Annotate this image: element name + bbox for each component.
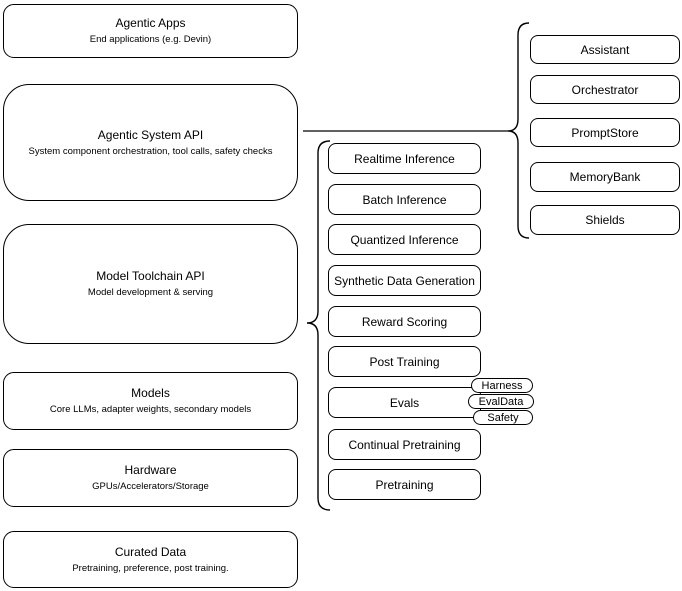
node-shields: Shields — [530, 205, 680, 235]
node-label: Shields — [585, 213, 625, 227]
node-label: Continual Pretraining — [348, 437, 461, 452]
node-subtitle: Core LLMs, adapter weights, secondary mo… — [49, 404, 252, 415]
node-label: Evals — [389, 395, 420, 410]
node-curated-data: Curated Data Pretraining, preference, po… — [3, 531, 298, 588]
pill-label: EvalData — [478, 395, 524, 408]
node-title: Agentic System API — [97, 127, 204, 142]
brace-toolchain — [306, 140, 331, 511]
node-label: Post Training — [369, 354, 440, 369]
node-title: Curated Data — [114, 544, 187, 559]
node-assistant: Assistant — [530, 35, 680, 64]
node-subtitle: System component orchestration, tool cal… — [28, 145, 273, 157]
node-continual-pretraining: Continual Pretraining — [328, 429, 481, 460]
node-models: Models Core LLMs, adapter weights, secon… — [3, 372, 298, 430]
node-subtitle: Pretraining, preference, post training. — [72, 562, 229, 574]
node-subtitle: End applications (e.g. Devin) — [89, 34, 212, 45]
node-model-toolchain-api: Model Toolchain API Model development & … — [3, 224, 298, 344]
node-memorybank: MemoryBank — [530, 162, 680, 192]
brace-system-components — [507, 22, 530, 239]
node-label: Assistant — [580, 42, 630, 57]
node-orchestrator: Orchestrator — [530, 75, 680, 104]
node-batch-inference: Batch Inference — [328, 184, 481, 215]
node-label: Quantized Inference — [350, 232, 459, 247]
node-quantized-inference: Quantized Inference — [328, 224, 481, 255]
node-subtitle: Model development & serving — [87, 287, 214, 298]
node-agentic-system-api: Agentic System API System component orch… — [3, 84, 298, 201]
node-title: Hardware — [124, 463, 177, 477]
node-promptstore: PromptStore — [530, 118, 680, 147]
node-label: Batch Inference — [362, 192, 447, 207]
node-evals-evaldata: EvalData — [468, 394, 534, 409]
node-evals-harness: Harness — [471, 378, 533, 393]
node-agentic-apps: Agentic Apps End applications (e.g. Devi… — [3, 4, 298, 58]
node-evals-safety: Safety — [473, 410, 533, 425]
node-reward-scoring: Reward Scoring — [328, 306, 481, 337]
node-label: PromptStore — [571, 125, 639, 140]
node-label: Orchestrator — [571, 82, 639, 97]
node-label: Reward Scoring — [361, 314, 448, 329]
node-subtitle: GPUs/Accelerators/Storage — [92, 481, 209, 492]
node-hardware: Hardware GPUs/Accelerators/Storage — [3, 449, 298, 507]
node-pretraining: Pretraining — [328, 469, 481, 500]
node-realtime-inference: Realtime Inference — [328, 143, 481, 174]
pill-label: Safety — [487, 411, 519, 424]
node-evals: Evals — [328, 387, 481, 418]
node-synthetic-data-generation: Synthetic Data Generation — [328, 265, 481, 296]
node-label: Pretraining — [375, 477, 434, 492]
node-label: Synthetic Data Generation — [334, 273, 475, 288]
node-label: MemoryBank — [569, 170, 641, 184]
node-title: Models — [131, 386, 170, 400]
node-label: Realtime Inference — [354, 151, 455, 166]
node-post-training: Post Training — [328, 346, 481, 377]
node-title: Model Toolchain API — [96, 269, 205, 283]
pill-label: Harness — [481, 379, 523, 392]
node-title: Agentic Apps — [115, 16, 186, 30]
